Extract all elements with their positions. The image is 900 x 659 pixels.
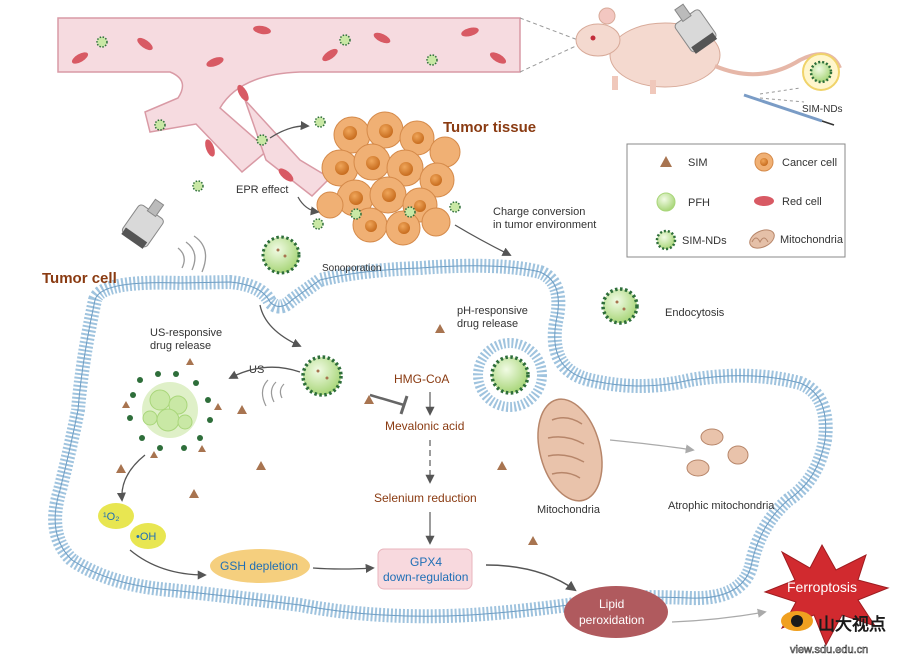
inhibition-symbol xyxy=(369,393,409,415)
lipid-label-2: peroxidation xyxy=(579,613,644,627)
zoom-line-top xyxy=(519,17,579,41)
mouse-illustration xyxy=(575,3,842,94)
arrow-burst-to-ros xyxy=(116,454,146,502)
gpx4-label-2: down-regulation xyxy=(383,570,468,584)
legend-label-sim: SIM xyxy=(688,157,708,169)
sonoporation-label: Sonoporation xyxy=(322,263,382,274)
ferroptosis-label: Ferroptosis xyxy=(787,579,857,595)
legend-label-pfh: PFH xyxy=(688,197,710,209)
intracellular-droplet xyxy=(301,355,343,397)
endocytosis-droplet xyxy=(601,287,639,325)
watermark-title: 山大视点 xyxy=(818,614,886,635)
legend-label-cancer-cell: Cancer cell xyxy=(782,157,837,169)
lipid-label-1: Lipid xyxy=(599,597,624,611)
charge-conversion-arrow xyxy=(454,224,512,256)
sim-triangle-icon xyxy=(660,156,672,167)
us-label: US xyxy=(249,364,264,376)
endocytosis-label: Endocytosis xyxy=(665,307,725,319)
epr-effect-label: EPR effect xyxy=(236,184,288,196)
gsh-depletion-label: GSH depletion xyxy=(220,559,298,573)
singlet-oxygen-label: ¹O₂ xyxy=(103,511,120,523)
legend-label-red-cell: Red cell xyxy=(782,196,822,208)
endosome xyxy=(473,338,547,412)
atrophy-arrow xyxy=(609,439,695,454)
tumor-tissue xyxy=(312,111,461,246)
selenium-reduction-label: Selenium reduction xyxy=(374,491,477,505)
mevalonic-acid-label: Mevalonic acid xyxy=(385,419,464,433)
pfh-icon xyxy=(656,192,676,212)
lipid-peroxidation-node: Lipid peroxidation xyxy=(564,586,668,638)
hmg-coa-label: HMG-CoA xyxy=(394,372,449,386)
legend-label-mitochondria: Mitochondria xyxy=(780,234,844,246)
charge-conversion-label-2: in tumor environment xyxy=(493,219,596,231)
watermark-url: view.sdu.edu.cn xyxy=(790,644,868,656)
ultrasound-waves xyxy=(177,235,207,273)
epr-arrow-1 xyxy=(269,121,310,139)
tumor-cell-title: Tumor cell xyxy=(42,270,117,287)
sim-nds-icon xyxy=(655,229,677,251)
us-arrow xyxy=(228,366,301,379)
arrow-ros-to-gsh xyxy=(129,549,207,580)
gsh-depletion-node: GSH depletion xyxy=(210,549,310,583)
charge-conversion-label-1: Charge conversion xyxy=(493,206,585,218)
sim-nds-inset-label: SIM-NDs xyxy=(802,104,843,115)
tumor-tissue-title: Tumor tissue xyxy=(443,119,536,136)
ultrasound-probe-mouse xyxy=(674,3,718,54)
mitochondria-label: Mitochondria xyxy=(537,504,601,516)
hydroxyl-label: •OH xyxy=(136,531,156,543)
burst-droplet xyxy=(122,358,222,458)
inset-line-1 xyxy=(759,87,801,95)
gpx4-label-1: GPX4 xyxy=(410,555,442,569)
red-cell-icon xyxy=(754,196,774,206)
atrophic-mitochondria-label: Atrophic mitochondria xyxy=(668,500,775,512)
watermark: 山大视点 view.sdu.edu.cn xyxy=(781,611,886,656)
eye-logo-icon xyxy=(781,611,813,631)
us-responsive-label-2: drug release xyxy=(150,340,211,352)
free-sim-molecules xyxy=(116,324,538,545)
ultrasound-probe xyxy=(121,198,165,249)
sonoporation-arrow xyxy=(259,304,302,348)
arrow-lipid-to-ferroptosis xyxy=(671,608,767,623)
zoom-line-bottom xyxy=(519,44,579,73)
mitochondrion xyxy=(537,398,603,502)
ph-responsive-label-1: pH-responsive xyxy=(457,305,528,317)
vessel-nanodroplets xyxy=(96,34,438,192)
sim-nds-inset xyxy=(802,53,840,91)
epr-arrow-2 xyxy=(297,196,320,216)
us-waves xyxy=(261,379,285,407)
cancer-cell-icon xyxy=(754,152,774,172)
gpx4-node: GPX4 down-regulation xyxy=(377,548,473,590)
sonoporation-droplet xyxy=(261,235,301,275)
mitochondria-icon xyxy=(749,229,775,249)
ros-singlet-oxygen: ¹O₂ xyxy=(98,503,134,529)
us-responsive-label-1: US-responsive xyxy=(150,327,222,339)
tumor-cell-membrane xyxy=(48,258,833,624)
ph-responsive-label-2: drug release xyxy=(457,318,518,330)
ros-hydroxyl: •OH xyxy=(130,523,166,549)
blood-vessel xyxy=(57,17,521,197)
red-blood-cells xyxy=(71,25,507,182)
legend-box: SIM Cancer cell PFH Red cell SIM-NDs Mit… xyxy=(626,143,846,258)
syringe xyxy=(743,93,835,126)
legend-label-sim-nds: SIM-NDs xyxy=(682,235,727,247)
inset-line-2 xyxy=(759,97,805,103)
arrow-gsh-to-gpx4 xyxy=(312,563,375,573)
arrow-gpx4-to-lipid xyxy=(485,564,577,592)
atrophic-mitochondria xyxy=(686,428,749,477)
